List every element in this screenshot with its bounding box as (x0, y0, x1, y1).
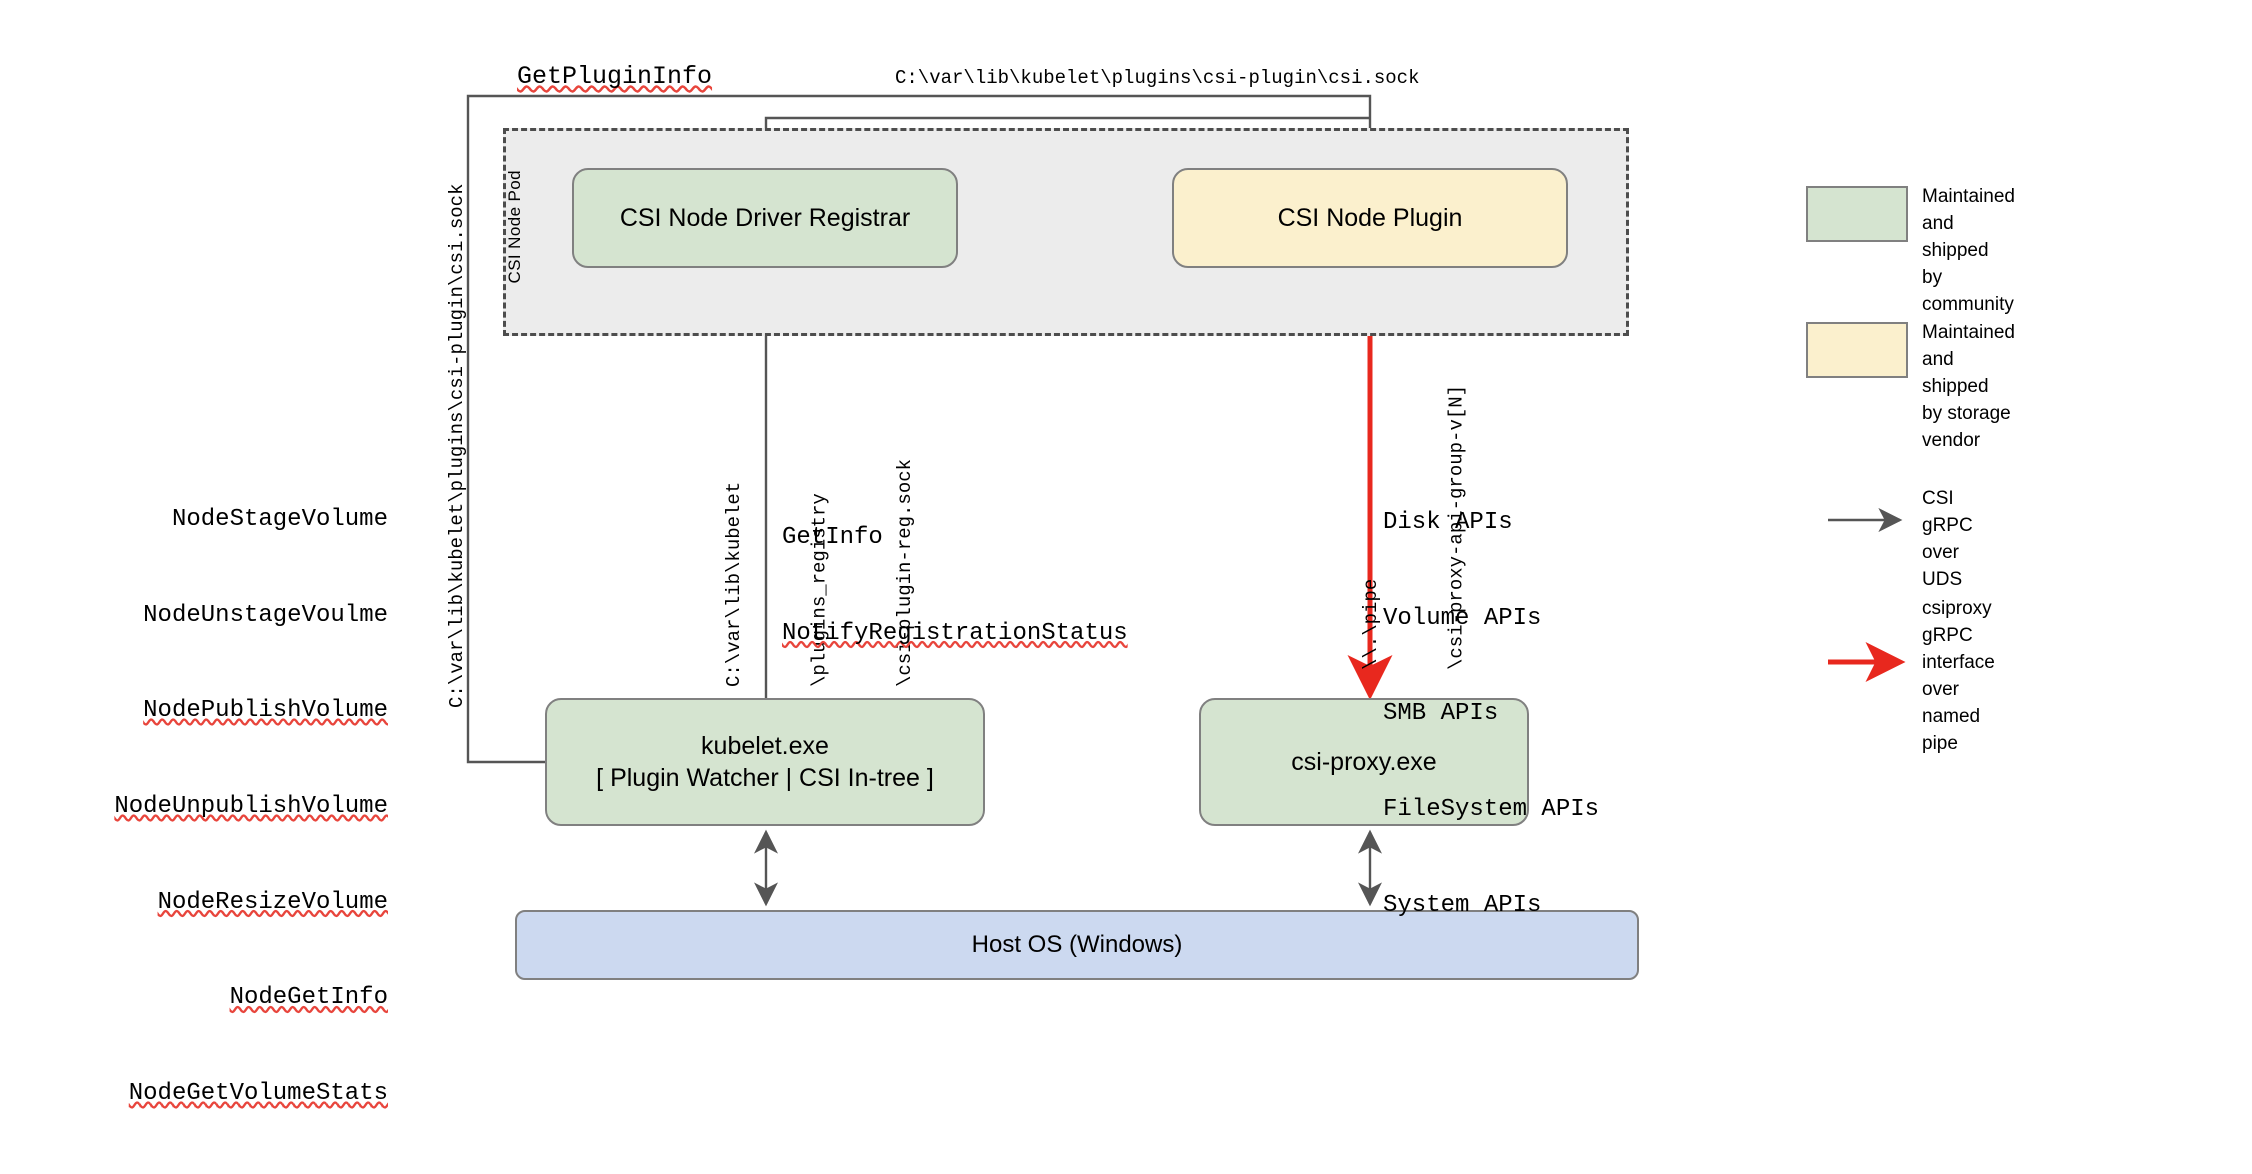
node-label-group: kubelet.exe [ Plugin Watcher | CSI In-tr… (596, 730, 934, 794)
api-group: Volume APIs (1383, 604, 1542, 632)
node-label: CSI Node Plugin (1277, 204, 1463, 232)
node-host-os[interactable]: Host OS (Windows) (515, 910, 1639, 980)
node-csi-proxy-exe[interactable]: csi-proxy.exe (1199, 698, 1529, 826)
node-service-api-list: NodeStageVolume NodeUnstageVoulme NodePu… (105, 440, 388, 1174)
api-group: Disk APIs (1383, 508, 1513, 536)
node-label: csi-proxy.exe (1291, 748, 1437, 776)
kubelet-registration-calls: GetInfo NotifyRegistrationStatus (782, 458, 1128, 713)
legend-label: Maintained and shipped by community (1922, 186, 2015, 315)
api-group: SMB APIs (1383, 700, 1499, 728)
csiproxy-api-list: Disk APIs Volume APIs SMB APIs FileSyste… (1383, 443, 1599, 985)
api-name: NodePublishVolume (143, 697, 388, 725)
node-csi-node-driver-registrar[interactable]: CSI Node Driver Registrar (572, 168, 958, 268)
node-label-line2: [ Plugin Watcher | CSI In-tree ] (596, 764, 934, 792)
legend-label: csiproxy gRPC interface over named pipe (1922, 598, 1995, 754)
api-group: FileSystem APIs (1383, 795, 1600, 823)
label-uds-socket-path: C:\var\lib\kubelet\plugins\csi-plugin\cs… (446, 183, 468, 709)
api-name: NodeResizeVolume (157, 888, 388, 916)
api-name: NodeGetInfo (229, 984, 388, 1012)
path-line: C:\var\lib\kubelet (723, 481, 745, 687)
api-group: System APIs (1383, 891, 1542, 919)
node-label: CSI Node Driver Registrar (619, 204, 911, 232)
csi-node-pod-label: CSI Node Pod (505, 170, 524, 284)
legend-item-uds: CSI gRPC over UDS (1806, 488, 1973, 590)
call-name: NotifyRegistrationStatus (782, 619, 1128, 647)
legend-swatch-green (1806, 186, 1908, 242)
diagram-canvas: CSI Node Pod CSI Node Driver Registrar C… (114, 62, 2015, 1107)
legend-arrow-red-icon (1806, 618, 1910, 642)
legend-swatch-yellow (1806, 322, 1908, 378)
api-name: NodeUnpublishVolume (114, 792, 388, 820)
label-get-plugin-info: GetPluginInfo (517, 62, 713, 91)
node-label: Host OS (Windows) (971, 930, 1183, 958)
node-csi-node-plugin[interactable]: CSI Node Plugin (1172, 168, 1568, 268)
call-name: GetInfo (782, 523, 883, 551)
path-line: \\.\pipe (1360, 578, 1382, 670)
legend-arrow-gray-icon (1806, 508, 1910, 532)
label-csi-sock-path-top: C:\var\lib\kubelet\plugins\csi-plugin\cs… (895, 67, 1420, 89)
node-label-line1: kubelet.exe (701, 732, 829, 760)
legend-item-community: Maintained and shipped by community (1806, 186, 2015, 315)
api-name: NodeGetVolumeStats (128, 1080, 388, 1108)
legend-item-vendor: Maintained and shipped by storage vendor (1806, 322, 2015, 451)
legend-item-csiproxy: csiproxy gRPC interface over named pipe (1806, 598, 1995, 754)
legend-label: Maintained and shipped by storage vendor (1922, 322, 2015, 451)
api-name: NodeUnstageVoulme (143, 601, 388, 629)
legend-label: CSI gRPC over UDS (1922, 488, 1973, 590)
api-name: NodeStageVolume (171, 505, 388, 533)
node-kubelet-exe[interactable]: kubelet.exe [ Plugin Watcher | CSI In-tr… (545, 698, 985, 826)
